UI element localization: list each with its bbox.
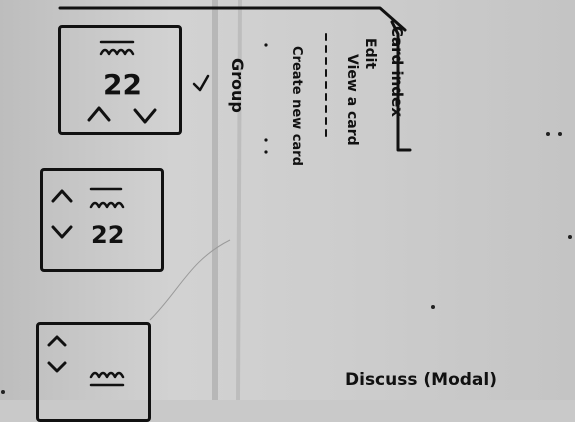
card-count: 22 <box>91 221 125 249</box>
chevron-down-icon <box>133 108 157 124</box>
chevron-up-icon <box>47 335 67 347</box>
card-sketch-2: 22 <box>40 168 164 272</box>
menu-bracket <box>325 20 412 152</box>
card-sketch-1: 22 <box>58 25 182 135</box>
chevron-down-icon <box>47 361 67 373</box>
menu-item-create: Create new card <box>289 46 304 166</box>
paper-texture <box>1 0 572 400</box>
menu-item-view: View a card <box>344 54 360 146</box>
chevron-up-icon <box>87 106 111 122</box>
chevron-down-icon <box>51 225 73 239</box>
menu-item-edit: Edit <box>362 38 378 70</box>
menu-title: Card index <box>388 26 406 117</box>
top-edge-stroke <box>58 6 407 32</box>
check-icon <box>192 74 210 92</box>
dotted-line <box>264 43 268 154</box>
card-count: 22 <box>103 68 142 101</box>
chevron-up-icon <box>51 189 73 203</box>
footer-note: Discuss (Modal) <box>345 370 497 390</box>
